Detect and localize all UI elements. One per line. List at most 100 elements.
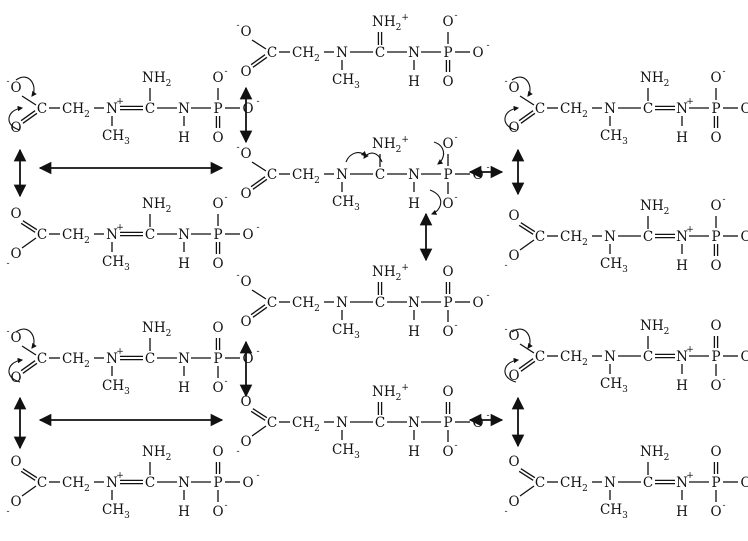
carbon-atom: C [643, 229, 653, 245]
bond [22, 468, 38, 479]
bond [20, 110, 36, 122]
methyl-group: CH3 [600, 502, 628, 521]
methylene-group: CH2 [292, 167, 320, 186]
bond [20, 360, 36, 372]
carbon-atom: C [145, 227, 155, 243]
bond [20, 470, 36, 481]
carbon-atom: C [267, 45, 277, 61]
nitrogen-atom: N [178, 475, 190, 491]
oxygen-atom: O [10, 454, 21, 470]
oxygen-atom: O [710, 318, 721, 334]
bond [519, 485, 535, 497]
oxygen-atom: O [710, 70, 721, 86]
methyl-group: CH3 [102, 254, 130, 273]
oxygen-atom: O [508, 120, 519, 136]
oxygen-atom: O [508, 80, 519, 96]
hydrogen-atom: H [408, 444, 420, 460]
methylene-group: CH2 [62, 351, 90, 370]
oxygen-atom: O [710, 444, 721, 460]
phosphorus-atom: P [213, 351, 222, 367]
oxygen-atom: O [240, 394, 251, 410]
methyl-group: CH3 [332, 322, 360, 341]
electron-arrow [433, 141, 445, 165]
electron-arrow [8, 357, 24, 383]
oxygen-atom: O [212, 504, 223, 520]
nitrogen-atom: N [336, 45, 348, 61]
charge-minus: - [6, 77, 9, 87]
hydrogen-atom: H [408, 74, 420, 90]
bond [250, 304, 266, 316]
hydrogen-atom: H [178, 504, 190, 520]
phosphorus-atom: P [443, 45, 452, 61]
oxygen-atom: O [508, 368, 519, 384]
electron-arrow [429, 189, 442, 215]
oxygen-atom: O [710, 130, 721, 146]
nitrogen-atom: N [336, 415, 348, 431]
charge-minus: - [722, 195, 725, 205]
methylene-group: CH2 [292, 45, 320, 64]
oxygen-atom: O [10, 120, 21, 136]
oxygen-atom: O [10, 494, 21, 510]
bond [22, 112, 38, 124]
electron-arrow [8, 105, 24, 131]
charge-minus: - [504, 507, 507, 517]
bond [250, 176, 266, 188]
nitrogen-atom: N [336, 167, 348, 183]
charge-minus: - [454, 193, 457, 203]
hydrogen-atom: H [178, 256, 190, 272]
nitrogen-atom: N [178, 101, 190, 117]
bond [518, 358, 534, 370]
methylene-group: CH2 [560, 475, 588, 494]
carbon-atom: C [535, 229, 545, 245]
oxygen-atom: O [242, 351, 253, 367]
bond [21, 237, 37, 249]
amino-group: NH2 [640, 198, 669, 217]
charge-plus: + [686, 97, 694, 107]
amino-group: NH2 [142, 196, 171, 215]
oxygen-atom: O [240, 314, 251, 330]
oxygen-atom: O [212, 320, 223, 336]
bond [251, 161, 267, 172]
oxygen-atom: O [10, 80, 21, 96]
charge-minus: - [454, 11, 457, 21]
hydrogen-atom: H [676, 504, 688, 520]
oxygen-atom: O [442, 384, 453, 400]
oxygen-atom: O [240, 64, 251, 80]
nitrogen-atom: N [604, 101, 616, 117]
electron-arrow [345, 150, 367, 163]
bond [22, 362, 38, 374]
oxygen-atom: O [442, 14, 453, 30]
charge-minus: - [236, 21, 239, 31]
charge-minus: - [256, 223, 259, 233]
methylene-group: CH2 [560, 349, 588, 368]
charge-plus: + [686, 345, 694, 355]
bond [21, 95, 37, 106]
phosphorus-atom: P [443, 167, 452, 183]
nitrogen-atom: N [106, 101, 118, 117]
charge-plus: + [116, 97, 124, 107]
charge-minus: - [486, 291, 489, 301]
oxygen-atom: O [442, 324, 453, 340]
bond [251, 289, 267, 300]
charge-minus: - [722, 501, 725, 511]
hydrogen-atom: H [408, 324, 420, 340]
bond [252, 306, 268, 318]
bond [519, 239, 535, 251]
amino-group: NH2 [142, 320, 171, 339]
phosphorus-atom: P [711, 229, 720, 245]
charge-minus: - [486, 411, 489, 421]
electron-arrow [15, 328, 37, 349]
amino-group: NH2+ [372, 383, 409, 403]
oxygen-atom: O [472, 45, 483, 61]
amino-group: NH2 [640, 444, 669, 463]
charge-minus: - [256, 471, 259, 481]
methyl-group: CH3 [600, 128, 628, 147]
nitrogen-atom: N [604, 475, 616, 491]
oxygen-atom: O [10, 246, 21, 262]
oxygen-atom: O [740, 101, 748, 117]
